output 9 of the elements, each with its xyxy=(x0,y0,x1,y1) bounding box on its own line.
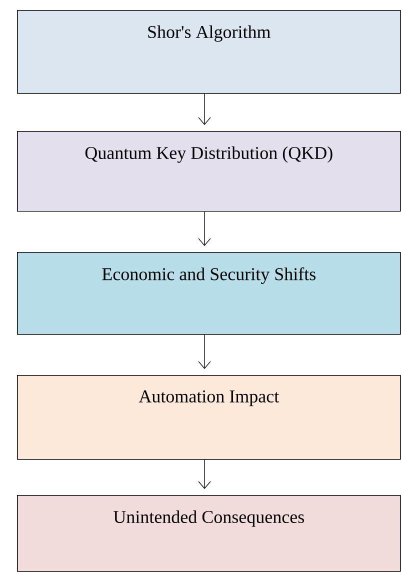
arrow xyxy=(198,93,211,125)
process-box: Quantum Key Distribution (QKD) xyxy=(17,131,401,212)
process-box: Automation Impact xyxy=(17,375,401,460)
arrow xyxy=(198,211,211,246)
process-box: Shor's Algorithm xyxy=(17,10,401,94)
process-box: Unintended Consequences xyxy=(17,495,401,572)
arrow xyxy=(198,334,211,369)
process-box: Economic and Security Shifts xyxy=(17,252,401,335)
arrow xyxy=(198,459,211,489)
